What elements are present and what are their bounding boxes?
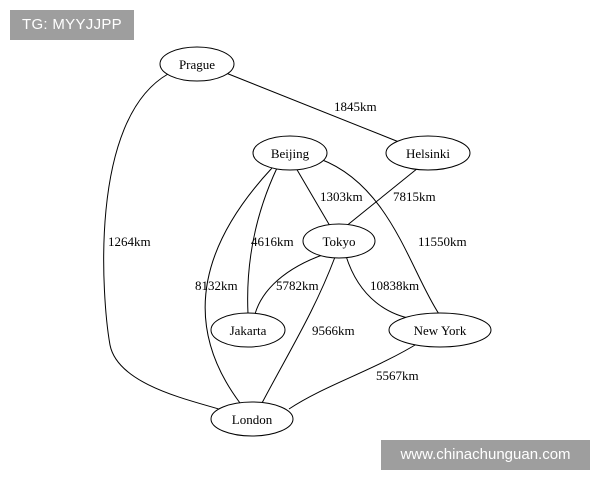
node-ellipse: [159, 46, 235, 82]
edge-prague-london: [103, 73, 223, 411]
node-label: Tokyo: [322, 234, 355, 249]
edge-label-tokyo-jakarta: 5782km: [276, 278, 319, 293]
node-helsinki: Helsinki: [385, 135, 471, 171]
node-ellipse: [302, 223, 376, 259]
edges: [103, 72, 440, 411]
edge-helsinki-tokyo: [344, 167, 419, 228]
node-london: London: [210, 401, 294, 437]
node-label: Helsinki: [406, 146, 450, 161]
edge-tokyo-london: [261, 256, 336, 404]
edge-label-helsinki-tokyo: 7815km: [393, 189, 436, 204]
watermark-bottom-right: www.chinachunguan.com: [381, 440, 590, 470]
node-ellipse: [388, 312, 492, 348]
edge-labels: 1845km 1264km 1303km 4616km 8132km 11550…: [108, 99, 467, 383]
edge-label-beijing-newyork: 11550km: [418, 234, 467, 249]
edge-label-tokyo-newyork: 10838km: [370, 278, 419, 293]
node-label: London: [232, 412, 273, 427]
edge-beijing-newyork: [319, 158, 440, 315]
watermark-top-left: TG: MYYJJPP: [10, 10, 134, 40]
node-newyork: New York: [388, 312, 492, 348]
edge-label-prague-london: 1264km: [108, 234, 151, 249]
node-tokyo: Tokyo: [302, 223, 376, 259]
edge-label-prague-helsinki: 1845km: [334, 99, 377, 114]
edge-label-beijing-london: 8132km: [195, 278, 238, 293]
edge-beijing-jakarta: [247, 167, 278, 315]
node-label: Jakarta: [230, 323, 267, 338]
edge-prague-helsinki: [225, 72, 405, 145]
node-beijing: Beijing: [252, 135, 328, 171]
edge-label-beijing-tokyo: 1303km: [320, 189, 363, 204]
edge-tokyo-jakarta: [254, 253, 326, 315]
node-jakarta: Jakarta: [210, 312, 286, 348]
edge-label-tokyo-london: 9566km: [312, 323, 355, 338]
node-label: New York: [414, 323, 467, 338]
node-ellipse: [210, 401, 294, 437]
edge-label-beijing-jakarta: 4616km: [251, 234, 294, 249]
node-ellipse: [252, 135, 328, 171]
node-prague: Prague: [159, 46, 235, 82]
edge-label-newyork-london: 5567km: [376, 368, 419, 383]
node-label: Beijing: [271, 146, 310, 161]
edge-beijing-tokyo: [295, 167, 331, 227]
node-label: Prague: [179, 57, 215, 72]
edge-beijing-london: [204, 167, 273, 404]
node-ellipse: [210, 312, 286, 348]
node-ellipse: [385, 135, 471, 171]
edge-newyork-london: [288, 341, 421, 410]
